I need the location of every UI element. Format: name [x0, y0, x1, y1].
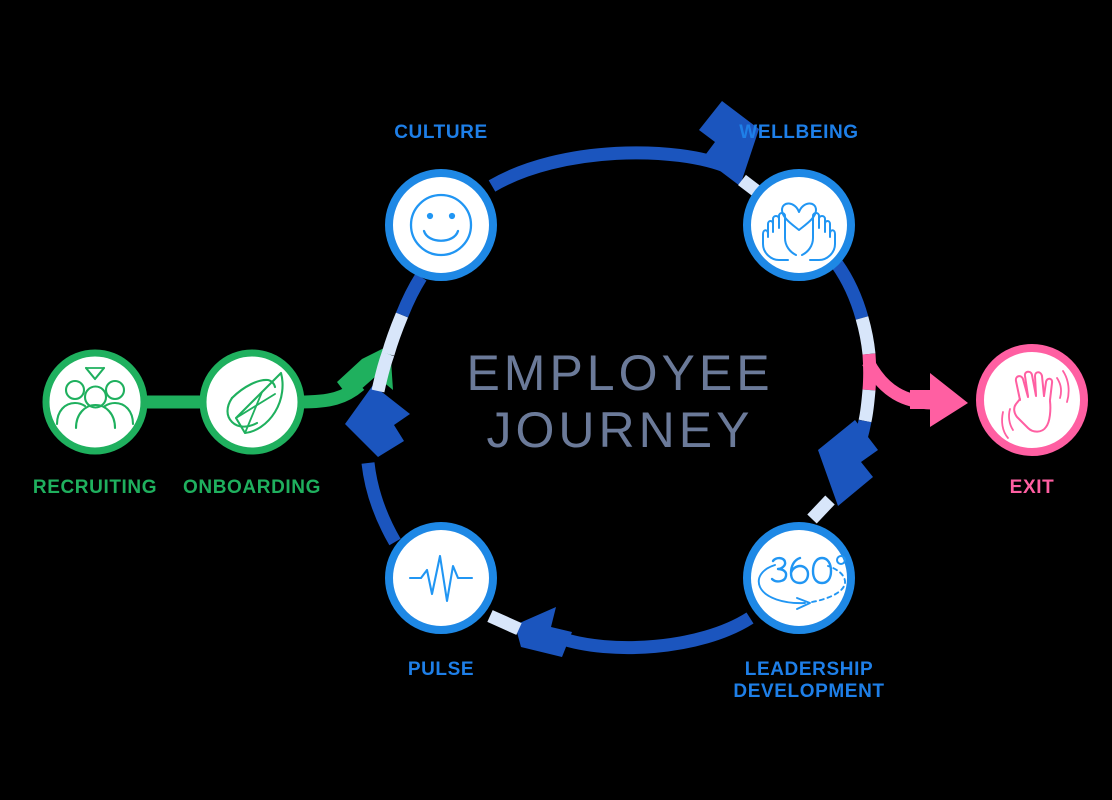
ring-right-light-segment-2	[858, 389, 876, 423]
waving-hand-icon	[1001, 370, 1070, 439]
page-title: EMPLOYEE JOURNEY	[466, 345, 774, 458]
wellbeing-to-leadership-arrowhead	[818, 420, 878, 506]
node-label-onboarding: ONBOARDING	[183, 477, 321, 498]
exit-path-group	[862, 358, 968, 427]
wellbeing-right-dark-segment	[831, 260, 869, 320]
leadership-circle-bg	[743, 522, 855, 634]
node-exit[interactable]	[976, 344, 1088, 456]
pulse-circle-bg	[385, 522, 497, 634]
cycle-to-exit-arrowhead	[910, 373, 968, 427]
ring-left-light-segment-2	[381, 312, 409, 356]
pulse-to-culture-dark-segment	[361, 462, 401, 546]
node-culture[interactable]	[385, 169, 497, 281]
exit-circle-bg	[976, 344, 1088, 456]
pulse-to-culture-arrowhead	[345, 385, 410, 457]
wellbeing-circle-bg	[743, 169, 855, 281]
entry-path-group	[140, 345, 393, 409]
node-label-exit: EXIT	[1009, 477, 1055, 498]
node-label-leadership-development: LEADERSHIP DEVELOPMENT	[733, 659, 885, 703]
hands-holding-heart-icon	[762, 202, 836, 261]
node-pulse[interactable]	[385, 522, 497, 634]
node-label-culture: CULTURE	[394, 122, 488, 143]
recruiting-circle-bg	[42, 349, 148, 455]
culture-approach-dark-segment	[395, 273, 427, 318]
leadership-to-pulse-arrowhead	[515, 607, 572, 657]
node-wellbeing[interactable]	[743, 169, 855, 281]
pulse-entry-light-segment	[487, 610, 522, 635]
wellbeing-right-light-segment	[855, 316, 876, 355]
three-people-icon	[55, 366, 135, 430]
node-leadership-development[interactable]	[743, 522, 855, 634]
node-label-wellbeing: WELLBEING	[739, 122, 859, 143]
pulse-ekg-icon	[408, 554, 474, 603]
ring-left-light-segment-1	[371, 351, 395, 393]
cycle-ring-group	[345, 101, 878, 657]
onboarding-to-cycle-arrowhead	[337, 345, 393, 399]
leadership-entry-light-segment	[807, 495, 835, 524]
smiley-face-icon	[409, 193, 473, 257]
node-onboarding[interactable]	[199, 349, 305, 455]
culture-circle-bg	[385, 169, 497, 281]
leadership-to-pulse-arc	[557, 612, 754, 655]
node-label-pulse: PULSE	[407, 659, 475, 680]
node-recruiting[interactable]	[42, 349, 148, 455]
culture-to-wellbeing-arc	[488, 146, 733, 192]
culture-to-wellbeing-arrowhead	[699, 101, 759, 186]
node-label-recruiting: RECRUITING	[32, 477, 158, 498]
360-degree-icon	[757, 555, 846, 610]
rocket-icon	[226, 371, 284, 435]
